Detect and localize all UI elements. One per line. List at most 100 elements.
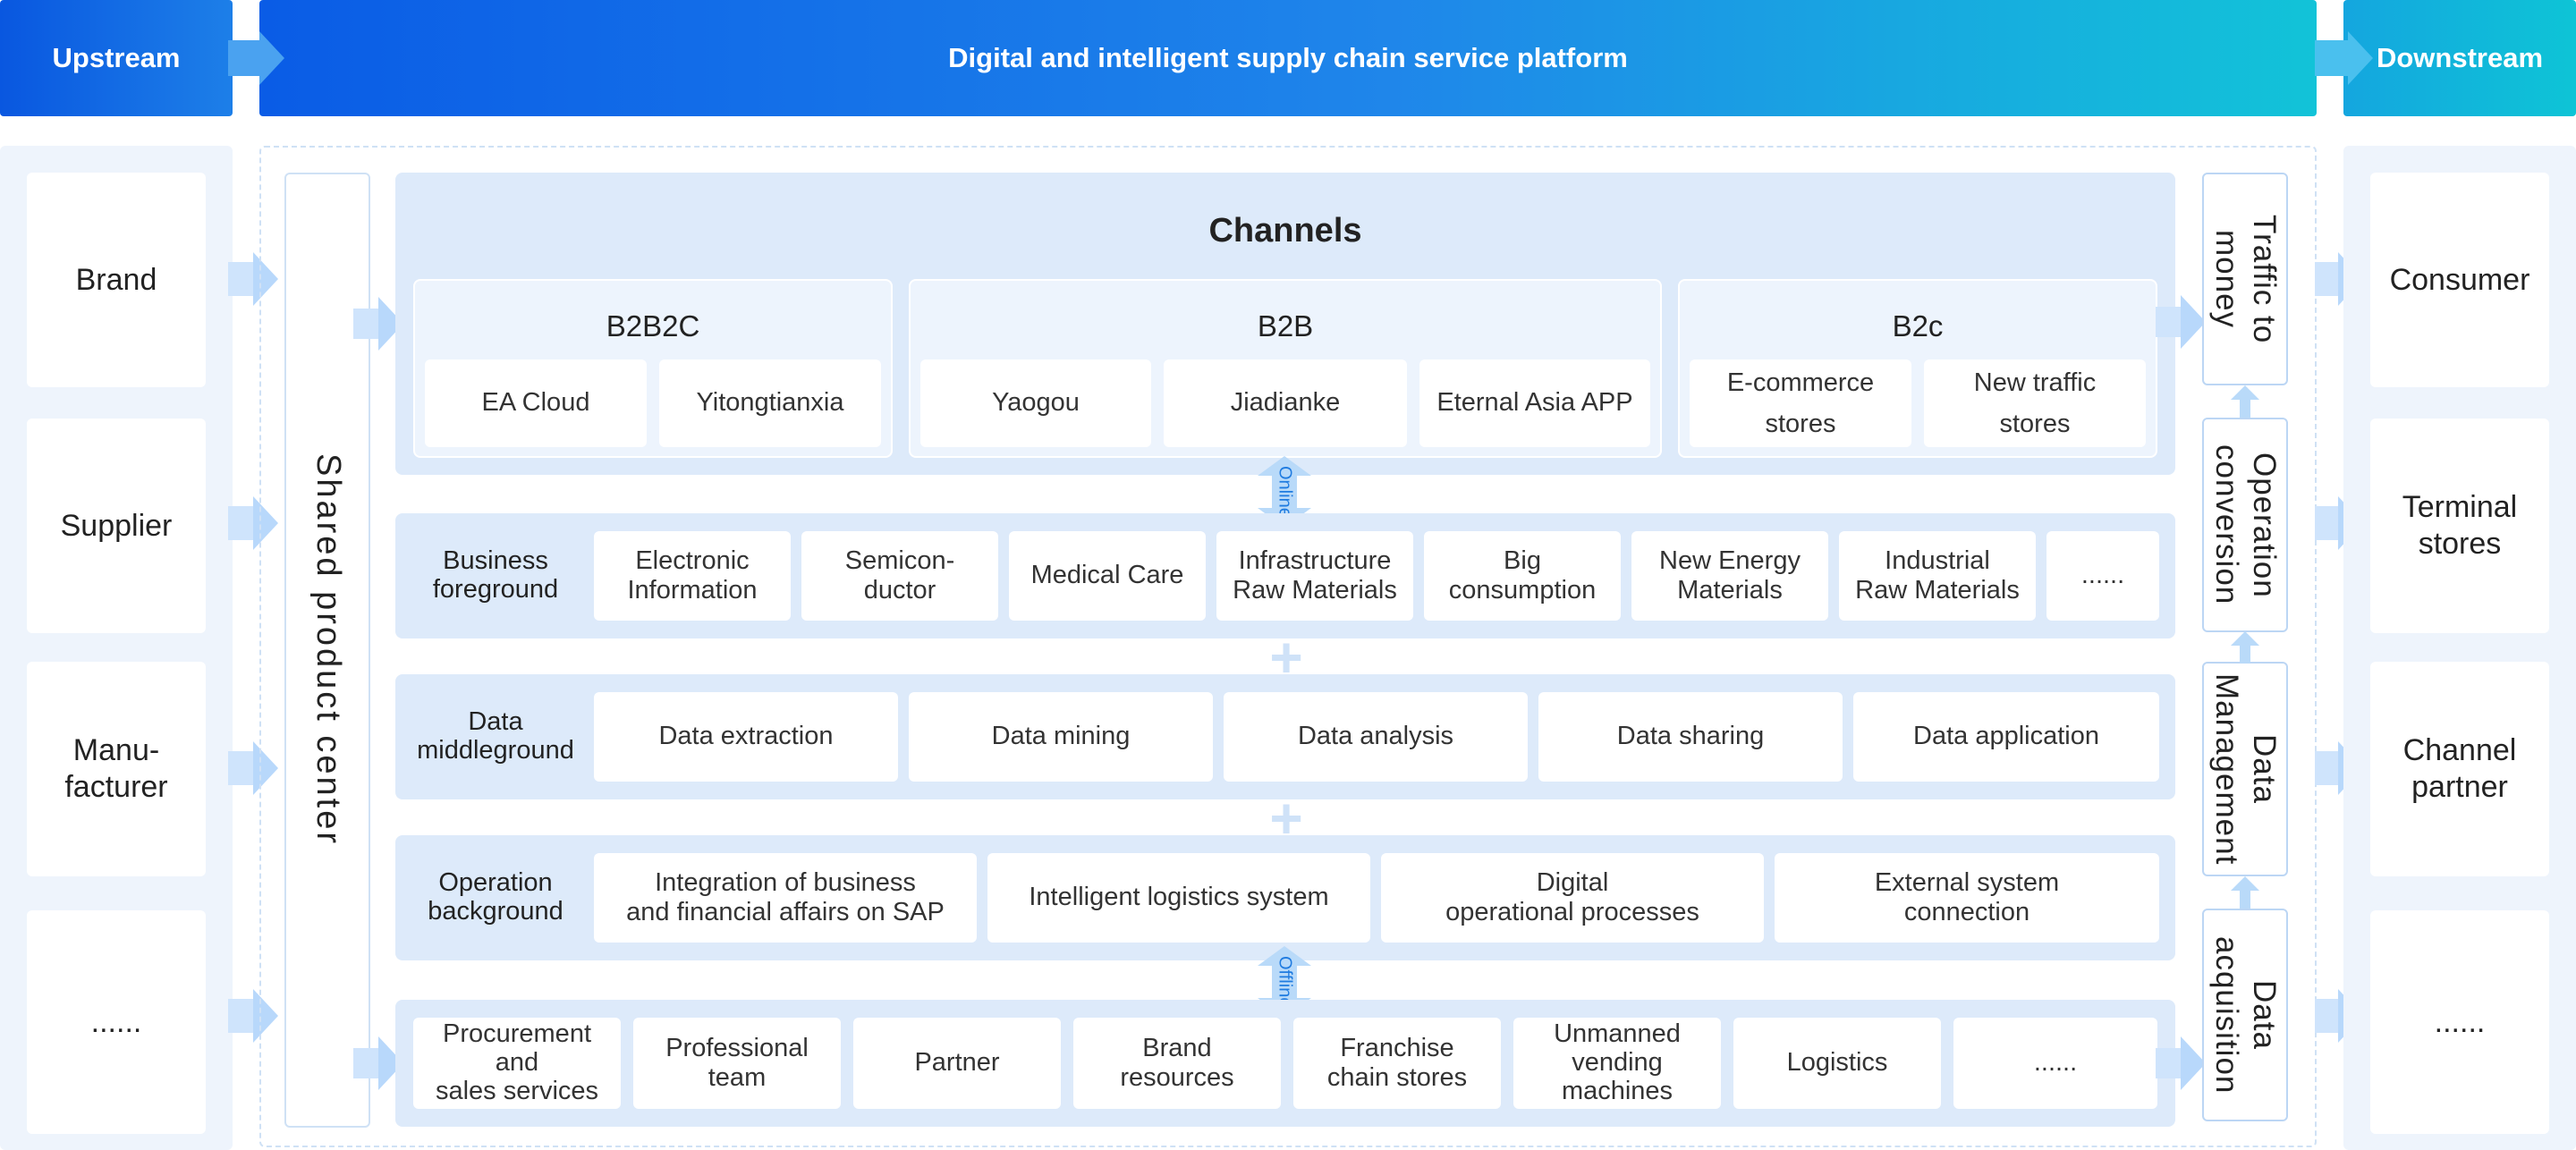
arrow-stem <box>228 262 255 296</box>
flow-label: Data Management <box>2209 672 2282 866</box>
ob-intelligent-logistics: Intelligent logistics system <box>987 853 1370 943</box>
data-middleground-label: Data middleground <box>406 692 585 782</box>
flow-operation-conversion: Operation conversion <box>2202 418 2288 632</box>
arrow-stem <box>2315 999 2342 1033</box>
downstream-header-label: Downstream <box>2376 42 2544 73</box>
bf-item-label: Medical Care <box>1030 561 1184 590</box>
arrow-supplier <box>253 496 278 550</box>
flow-label: Traffic to money <box>2209 214 2282 344</box>
bf-item-label: Big consumption <box>1448 545 1597 605</box>
platform-frame <box>259 146 2317 1147</box>
upstream-supplier: Supplier <box>27 419 206 633</box>
downstream-channel-partner: Channel partner <box>2370 662 2549 876</box>
ob-external-system: External system connection <box>1775 853 2159 943</box>
upstream-header: Upstream <box>0 0 233 116</box>
ob-digital-processes: Digital operational processes <box>1381 853 1764 943</box>
up-arrow-icon <box>2231 876 2259 909</box>
channel-item-label: Jiadianke <box>1230 388 1341 418</box>
res-item-label: Franchise chain stores <box>1326 1033 1468 1092</box>
header-arrow-stem-right <box>2315 40 2351 76</box>
channel-item-label: Eternal Asia APP <box>1436 388 1633 418</box>
res-more: ...... <box>1953 1018 2157 1109</box>
downstream-consumer-label: Consumer <box>2389 262 2530 297</box>
downstream-more-label: ...... <box>2434 1004 2486 1039</box>
upstream-header-label: Upstream <box>52 42 181 73</box>
ob-item-label: External system connection <box>1874 867 2060 926</box>
dm-data-extraction: Data extraction <box>594 692 898 782</box>
res-item-label: Logistics <box>1786 1048 1888 1078</box>
up-arrow-icon <box>2231 631 2259 664</box>
upstream-more: ...... <box>27 910 206 1134</box>
business-foreground-label: Business foreground <box>406 531 585 621</box>
arrow-stem <box>353 309 380 339</box>
arrow-stem <box>2315 262 2342 296</box>
operation-background-label-text: Operation background <box>428 868 564 926</box>
upstream-supplier-label: Supplier <box>60 508 173 543</box>
data-middleground-label-text: Data middleground <box>417 707 574 765</box>
dm-data-analysis: Data analysis <box>1224 692 1528 782</box>
channel-group-b2b-title: B2B <box>1257 309 1314 342</box>
bf-item-label: Infrastructure Raw Materials <box>1233 545 1397 605</box>
header-arrow-right <box>2348 31 2373 85</box>
downstream-more: ...... <box>2370 910 2549 1134</box>
channels-title: Channels <box>1208 211 1362 249</box>
downstream-consumer: Consumer <box>2370 173 2549 387</box>
res-item-label: Unmanned vending machines <box>1554 1019 1681 1105</box>
flow-label: Data acquisition <box>2209 935 2282 1095</box>
res-professional-team: Professional team <box>633 1018 841 1109</box>
dm-data-application: Data application <box>1853 692 2159 782</box>
arrow-stem <box>353 1048 380 1078</box>
channel-item-label: Yaogou <box>992 388 1080 418</box>
channel-item-label: Yitongtianxia <box>696 388 844 418</box>
arrow-stem <box>228 506 255 540</box>
dm-data-sharing: Data sharing <box>1538 692 1843 782</box>
bf-semiconductor: Semicon- ductor <box>801 531 998 621</box>
channel-jiadianke: Jiadianke <box>1164 359 1407 447</box>
downstream-header: Downstream <box>2343 0 2576 116</box>
arrow-stem <box>2156 1048 2184 1078</box>
flow-traffic-to-money: Traffic to money <box>2202 173 2288 385</box>
downstream-terminal-stores: Terminal stores <box>2370 419 2549 633</box>
arrow-stem <box>228 999 255 1033</box>
res-logistics: Logistics <box>1733 1018 1941 1109</box>
online-connector-icon <box>1258 456 1311 528</box>
dm-item-label: Data mining <box>991 722 1131 751</box>
downstream-channel-label: Channel partner <box>2402 733 2517 804</box>
header-arrow-stem-left <box>228 40 264 76</box>
dm-item-label: Data sharing <box>1616 722 1765 751</box>
bf-industrial-raw-materials: Industrial Raw Materials <box>1839 531 2036 621</box>
channel-item-label: EA Cloud <box>481 388 590 418</box>
arrow-brand <box>253 252 278 306</box>
bf-item-label: ...... <box>2080 561 2125 590</box>
bf-item-label: Industrial Raw Materials <box>1855 545 2020 605</box>
flow-label: Operation conversion <box>2209 444 2282 605</box>
res-procurement-sales: Procurement and sales services <box>413 1018 621 1109</box>
ob-item-label: Digital operational processes <box>1445 867 1699 926</box>
channel-ecommerce-stores: E-commerce stores <box>1690 359 1911 447</box>
online-label-wrap: Online <box>1274 458 1295 526</box>
channel-new-traffic-stores: New traffic stores <box>1924 359 2146 447</box>
business-foreground-label-text: Business foreground <box>432 546 559 604</box>
upstream-brand-label: Brand <box>75 262 157 297</box>
operation-background-label: Operation background <box>406 853 585 943</box>
bf-item-label: Electronic Information <box>627 545 758 605</box>
res-item-label: Partner <box>914 1048 1000 1078</box>
bf-more: ...... <box>2046 531 2159 621</box>
arrow-stem <box>2156 307 2184 337</box>
bf-new-energy-materials: New Energy Materials <box>1631 531 1828 621</box>
dm-item-label: Data extraction <box>658 722 834 751</box>
res-unmanned-vending: Unmanned vending machines <box>1513 1018 1721 1109</box>
offline-label: Offline <box>1275 956 1295 1008</box>
res-partner: Partner <box>853 1018 1061 1109</box>
shared-product-center-label: Shared product center <box>309 453 347 847</box>
res-brand-resources: Brand resources <box>1073 1018 1281 1109</box>
ob-item-label: Intelligent logistics system <box>1029 883 1329 912</box>
bf-item-label: New Energy Materials <box>1659 545 1801 605</box>
dm-item-label: Data application <box>1913 722 2099 751</box>
dm-item-label: Data analysis <box>1297 722 1454 751</box>
res-item-label: Professional team <box>665 1033 809 1092</box>
upstream-manufacturer: Manu- facturer <box>27 662 206 876</box>
bf-big-consumption: Big consumption <box>1424 531 1621 621</box>
arrow-to-traffic <box>2181 295 2206 349</box>
upstream-more-label: ...... <box>90 1004 142 1039</box>
